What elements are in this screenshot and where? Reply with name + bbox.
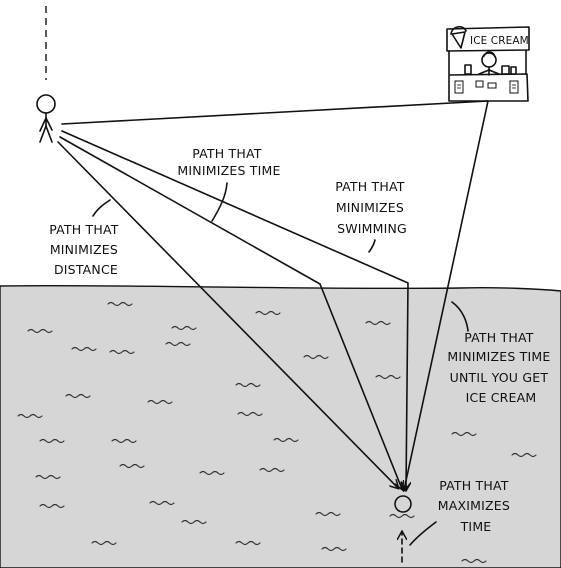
vendor-figure <box>478 51 500 76</box>
wave-mark <box>71 346 97 352</box>
label-minimizes-time-until-ice-cream: PATH THAT MINIMIZES TIME UNTIL YOU GET I… <box>447 330 554 405</box>
wave-mark <box>35 474 61 480</box>
wave-marks <box>17 301 537 564</box>
wave-mark <box>17 413 43 419</box>
wave-mark <box>165 341 191 347</box>
wave-mark <box>365 320 391 326</box>
wave-mark <box>235 540 261 546</box>
wave-mark <box>315 511 341 517</box>
wave-mark <box>461 558 487 564</box>
wave-mark <box>39 438 65 444</box>
stick-figure <box>36 94 56 143</box>
water-area <box>0 284 561 568</box>
wave-mark <box>109 349 135 355</box>
path-minimizes-time <box>59 136 402 489</box>
path-minimizes-swimming <box>61 130 408 490</box>
leader-lines <box>92 182 469 546</box>
path-minimizes-distance <box>57 141 398 488</box>
wave-mark <box>91 540 117 546</box>
wave-mark <box>255 310 281 316</box>
wave-mark <box>149 500 175 506</box>
stand-sign: ICE CREAM <box>470 35 529 47</box>
wave-mark <box>27 328 53 334</box>
label-minimizes-time: PATH THAT MINIMIZES TIME <box>177 146 280 178</box>
wave-mark <box>451 431 477 437</box>
wave-mark <box>181 519 207 525</box>
wave-mark <box>273 437 299 443</box>
wave-mark <box>39 503 65 509</box>
ice-cream-stand: ICE CREAM <box>446 25 530 102</box>
wave-mark <box>171 325 197 331</box>
wave-mark <box>259 467 285 473</box>
label-maximizes-time: PATH THAT MAXIMIZES TIME <box>438 478 514 534</box>
label-minimizes-distance: PATH THAT MINIMIZES DISTANCE <box>49 222 123 277</box>
wave-mark <box>511 452 537 458</box>
wave-mark <box>237 411 263 417</box>
wave-mark <box>147 399 173 405</box>
wave-mark <box>119 463 145 469</box>
wave-mark <box>111 438 137 444</box>
wave-mark <box>65 393 91 399</box>
wave-mark <box>199 470 225 476</box>
counter-panels <box>454 80 519 94</box>
wave-mark <box>235 382 261 388</box>
wave-mark <box>107 301 133 307</box>
wave-mark <box>375 374 401 380</box>
ice-cream-cone-icon <box>450 25 467 49</box>
wave-mark <box>303 354 329 360</box>
wave-mark <box>321 546 347 552</box>
swimmer-target <box>389 495 415 519</box>
label-minimizes-swimming: PATH THAT MINIMIZES SWIMMING <box>335 179 409 236</box>
